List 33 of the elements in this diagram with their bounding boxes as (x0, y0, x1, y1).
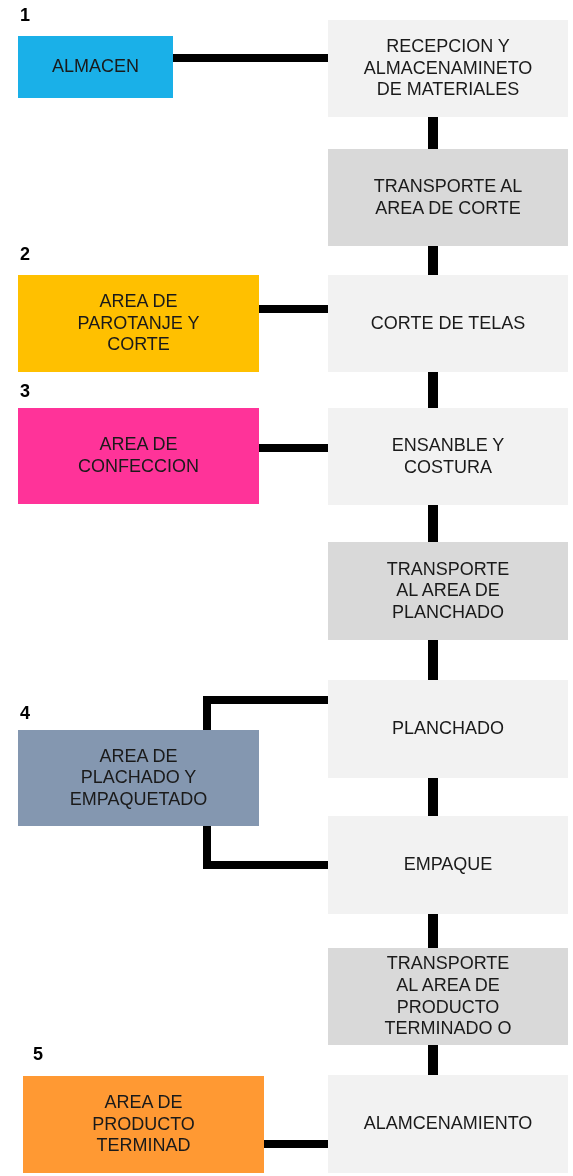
connector-line (428, 117, 438, 149)
connector-line (203, 696, 328, 730)
process-box: TRANSPORTE AL AREA DE PLANCHADO (328, 542, 568, 640)
step-number: 2 (20, 245, 30, 263)
connector-line (428, 778, 438, 816)
connector-line (428, 640, 438, 680)
connector-line (203, 826, 328, 869)
area-box: AREA DE PRODUCTO TERMINAD (23, 1076, 264, 1173)
process-box: EMPAQUE (328, 816, 568, 914)
process-box: TRANSPORTE AL AREA DE CORTE (328, 149, 568, 246)
connector-line (259, 444, 328, 452)
step-number: 3 (20, 382, 30, 400)
connector-line (428, 246, 438, 275)
connector-line (428, 505, 438, 542)
step-number: 5 (33, 1045, 43, 1063)
step-number: 1 (20, 6, 30, 24)
area-box: AREA DE CONFECCION (18, 408, 259, 504)
process-box: TRANSPORTE AL AREA DE PRODUCTO TERMINADO O (328, 948, 568, 1045)
process-box: CORTE DE TELAS (328, 275, 568, 372)
process-box: ENSANBLE Y COSTURA (328, 408, 568, 505)
process-box: RECEPCION Y ALMACENAMINETO DE MATERIALES (328, 20, 568, 117)
connector-line (428, 372, 438, 408)
area-box: AREA DE PLACHADO Y EMPAQUETADO (18, 730, 259, 826)
connector-line (428, 914, 438, 948)
connector-line (259, 305, 328, 313)
process-box: ALAMCENAMIENTO (328, 1075, 568, 1173)
connector-line (264, 1140, 328, 1148)
area-box: AREA DE PAROTANJE Y CORTE (18, 275, 259, 372)
connector-line (428, 1045, 438, 1075)
area-box: ALMACEN (18, 36, 173, 98)
connector-line (173, 54, 328, 62)
step-number: 4 (20, 704, 30, 722)
process-box: PLANCHADO (328, 680, 568, 778)
